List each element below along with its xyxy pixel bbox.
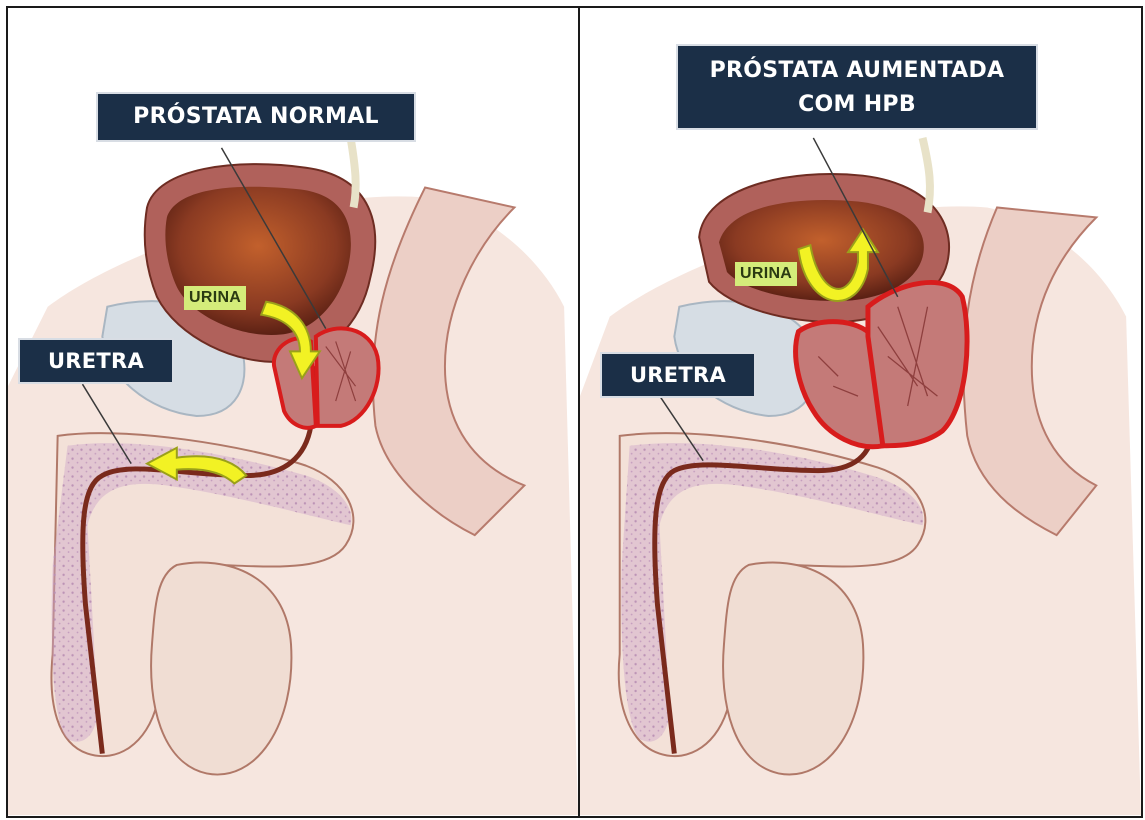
- normal-prostate-panel: PRÓSTATA NORMAL URETRA URINA: [6, 6, 580, 818]
- urine-label-left: URINA: [184, 286, 246, 310]
- enlarged-prostate-panel: PRÓSTATA AUMENTADA COM HPB URETRA URINA: [578, 6, 1143, 818]
- prostate-enlarged-label-line2: COM HPB: [678, 88, 1036, 122]
- urethra-label-left-text: URETRA: [20, 340, 172, 382]
- urine-label-right: URINA: [735, 262, 797, 286]
- urethra-label-right-text: URETRA: [602, 354, 754, 396]
- urethra-label-left: URETRA: [18, 338, 174, 384]
- urethra-label-right: URETRA: [600, 352, 756, 398]
- prostate-normal-label: PRÓSTATA NORMAL: [96, 92, 416, 142]
- prostate-enlarged-label: PRÓSTATA AUMENTADA COM HPB: [676, 44, 1038, 130]
- prostate-enlarged-label-line1: PRÓSTATA AUMENTADA: [678, 54, 1036, 88]
- prostate-normal-label-text: PRÓSTATA NORMAL: [98, 94, 414, 140]
